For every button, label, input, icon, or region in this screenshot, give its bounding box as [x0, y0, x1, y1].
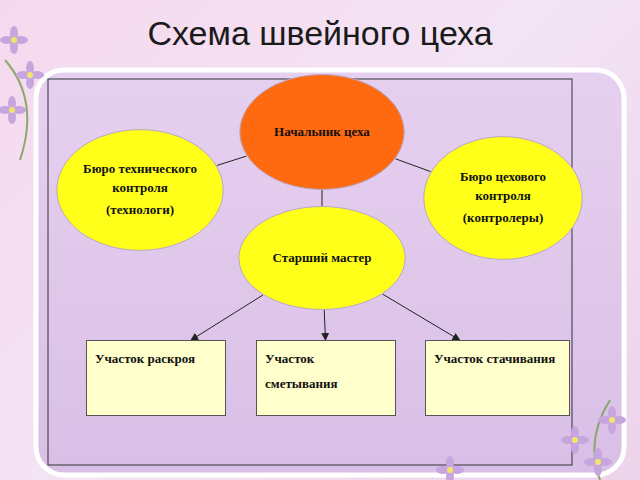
node-label: Участок сметывания	[265, 347, 387, 396]
node-label: Участок стачивания	[434, 347, 555, 372]
connector	[396, 159, 431, 172]
node-label: (технологи)	[106, 201, 174, 220]
node-label: Бюро технического контроля	[80, 160, 200, 198]
node-label: (контролеры)	[463, 209, 544, 228]
connector	[217, 156, 247, 165]
panel	[36, 70, 624, 475]
process-box: Участок раскроя	[86, 340, 226, 416]
process-box: Участок сметывания	[256, 340, 396, 416]
node-label: Бюро цехового контроля	[448, 168, 558, 206]
org-ellipse: Начальник цеха	[239, 74, 405, 190]
connector	[191, 295, 263, 340]
node-label: Начальник цеха	[274, 123, 370, 142]
org-ellipse: Старший мастер	[238, 206, 406, 310]
node-label: Старший мастер	[272, 249, 371, 268]
org-ellipse: Бюро технического контроля (технологи)	[56, 129, 224, 251]
connector	[322, 190, 323, 206]
connector	[324, 310, 325, 340]
process-box: Участок стачивания	[425, 340, 570, 416]
diagram-title: Схема швейного цеха	[0, 14, 640, 53]
node-label: Участок раскроя	[95, 347, 195, 372]
connector	[383, 294, 460, 340]
org-ellipse: Бюро цехового контроля (контролеры)	[423, 136, 583, 260]
